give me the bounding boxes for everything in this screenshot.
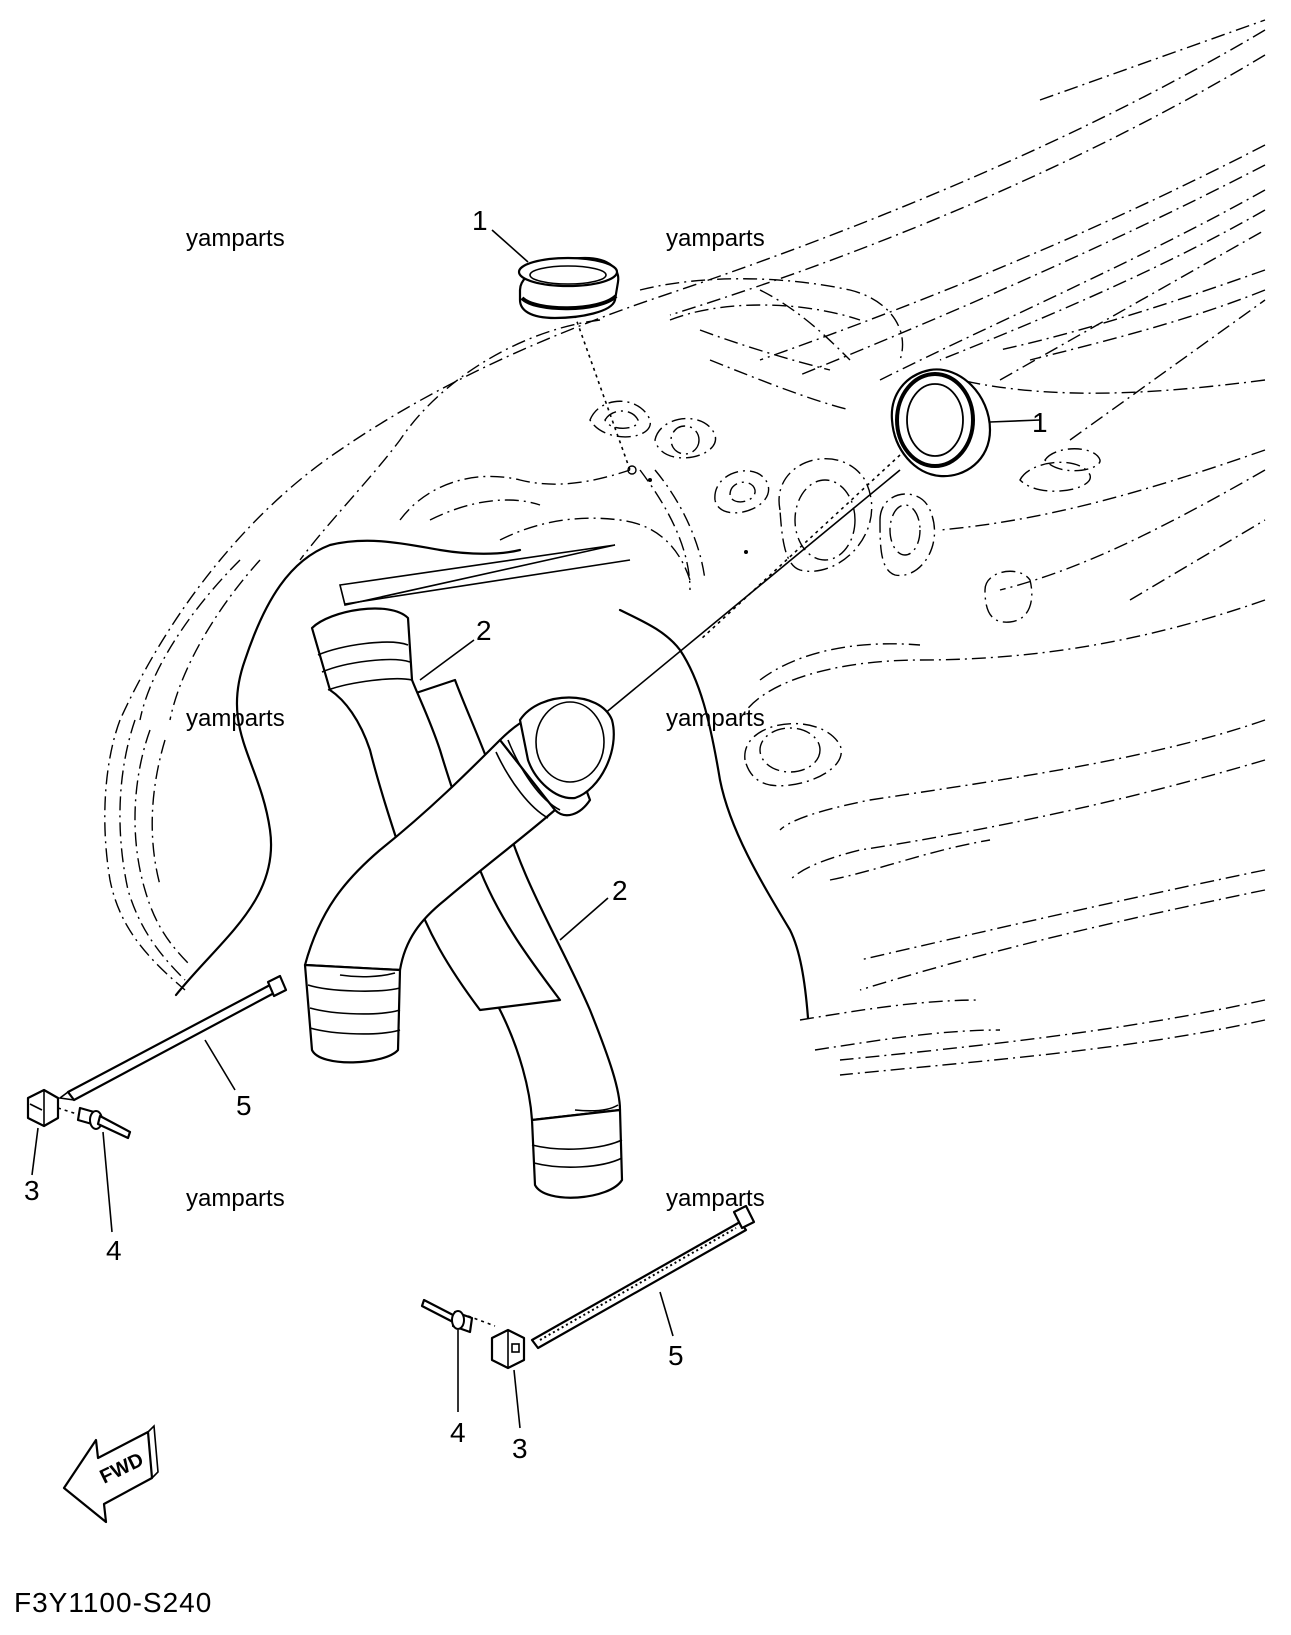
callout-band-bottom: 5	[668, 1340, 684, 1371]
callout-band-left: 5	[236, 1090, 252, 1121]
callout-grommet-right: 1	[1032, 407, 1048, 438]
hull-edge-solid	[174, 539, 810, 1020]
drawing-code: F3Y1100-S240	[14, 1587, 212, 1618]
watermark: yamparts	[666, 705, 765, 732]
holder-left	[26, 1088, 60, 1128]
pipe-diagonal	[303, 696, 615, 1064]
rivet-bottom	[420, 1298, 474, 1334]
rivet-left	[76, 1106, 132, 1140]
callout-holder-left: 3	[24, 1175, 40, 1206]
fwd-arrow-icon: FWD	[62, 1424, 159, 1524]
grommet-right	[890, 368, 992, 478]
holder-bottom	[490, 1328, 526, 1370]
grommet-upper	[517, 256, 620, 320]
callout-hose-upper: 2	[476, 615, 492, 646]
leader-lines	[31, 229, 1041, 1429]
callout-hose-lower: 2	[612, 875, 628, 906]
callout-rivet-left: 4	[106, 1235, 122, 1266]
callout-holder-bottom: 3	[512, 1433, 528, 1464]
hull-body	[104, 19, 1266, 1076]
cable-tie-bottom	[530, 1204, 756, 1350]
watermark: yamparts	[186, 1185, 285, 1212]
callout-rivet-bottom: 4	[450, 1417, 466, 1448]
callout-grommet-upper: 1	[472, 205, 488, 236]
watermark: yamparts	[666, 225, 765, 252]
cable-tie-left	[57, 974, 288, 1102]
assembly-guides	[57, 301, 901, 1327]
watermark: yamparts	[186, 705, 285, 732]
watermark: yamparts	[666, 1185, 765, 1212]
watermark: yamparts	[186, 225, 285, 252]
